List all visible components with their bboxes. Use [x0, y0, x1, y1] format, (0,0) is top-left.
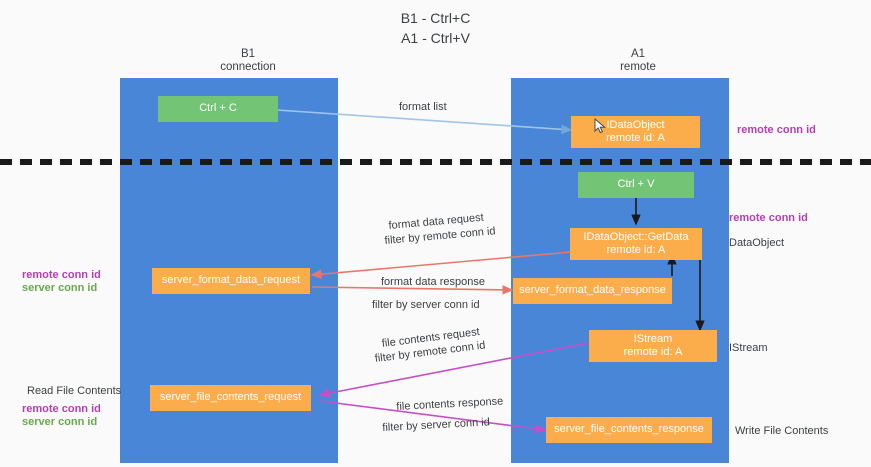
edge-label-format-list-text: format list	[399, 101, 447, 113]
side-label-remote-conn-id-mid: remote conn id	[729, 212, 808, 224]
side-label-left-remote-conn-id-mid: remote conn id	[22, 269, 101, 281]
node-server-format-data-response-label: server_format_data_response	[519, 284, 666, 297]
side-label-remote-conn-id-top: remote conn id	[737, 124, 816, 136]
node-ctrl-c[interactable]: Ctrl + C	[158, 96, 278, 122]
filter-prefix: filter by	[374, 348, 414, 365]
filter-key-server-conn-id: server conn id	[410, 299, 480, 311]
node-idataobject-top-line1: IDataObject	[606, 118, 665, 131]
node-server-file-contents-response[interactable]: server_file_contents_response	[546, 417, 712, 443]
side-label-read-file-contents: Read File Contents	[27, 385, 122, 397]
node-server-file-contents-request-label: server_file_contents_request	[159, 391, 302, 404]
filter-prefix: filter by	[372, 299, 411, 311]
node-idataobject-top[interactable]: IDataObject remote id: A	[571, 116, 700, 148]
edge-label-file-contents-response-text: file contents response	[396, 395, 504, 413]
node-istream-line2: remote id: A	[623, 346, 683, 358]
edge-label-format-list: format list	[399, 100, 447, 114]
node-server-file-contents-request[interactable]: server_file_contents_request	[150, 385, 311, 411]
edge-label-file-contents-response: file contents response	[396, 394, 504, 414]
node-getdata-line1: IDataObject::GetData	[583, 230, 689, 243]
node-idataobject-top-line2: remote id: A	[606, 132, 665, 144]
filter-prefix: filter by	[382, 419, 422, 434]
node-getdata-line2: remote id: A	[606, 244, 666, 256]
side-label-dataobject: DataObject	[729, 237, 785, 249]
node-ctrl-v[interactable]: Ctrl + V	[578, 172, 694, 198]
side-label-istream: IStream	[729, 342, 768, 354]
title-line-1: B1 - Ctrl+C	[400, 10, 471, 26]
edge-label-format-data-response-filter: filter by server conn id	[372, 298, 480, 312]
node-ctrl-v-label: Ctrl + V	[617, 178, 655, 191]
node-server-format-data-request[interactable]: server_format_data_request	[152, 268, 310, 294]
node-server-format-data-response[interactable]: server_format_data_response	[513, 278, 672, 304]
diagram-title: B1 - Ctrl+C A1 - Ctrl+V	[0, 8, 871, 48]
node-server-format-data-request-label: server_format_data_request	[161, 274, 301, 287]
node-ctrl-c-label: Ctrl + C	[199, 102, 237, 115]
filter-prefix: filter by	[384, 231, 424, 247]
side-label-left-server-conn-id-mid: server conn id	[22, 282, 98, 294]
edge-label-format-data-response-text: format data response	[381, 276, 485, 288]
filter-key-server-conn-id: server conn id	[420, 416, 491, 432]
side-label-left-server-conn-id-bottom: server conn id	[22, 416, 98, 428]
edge-label-file-contents-response-filter: filter by server conn id	[382, 415, 490, 435]
side-label-write-file-contents: Write File Contents	[735, 425, 829, 437]
title-line-2: A1 - Ctrl+V	[401, 30, 470, 46]
side-label-left-remote-conn-id-bottom: remote conn id	[22, 403, 101, 415]
column-header-b1: B1 connection	[220, 48, 276, 73]
edge-label-format-data-response: format data response	[381, 275, 485, 289]
node-istream[interactable]: IStream remote id: A	[589, 330, 717, 362]
node-istream-line1: IStream	[633, 332, 673, 345]
column-header-a1: A1 remote	[620, 48, 656, 73]
node-getdata[interactable]: IDataObject::GetData remote id: A	[570, 228, 702, 260]
node-server-file-contents-response-label: server_file_contents_response	[554, 423, 704, 436]
